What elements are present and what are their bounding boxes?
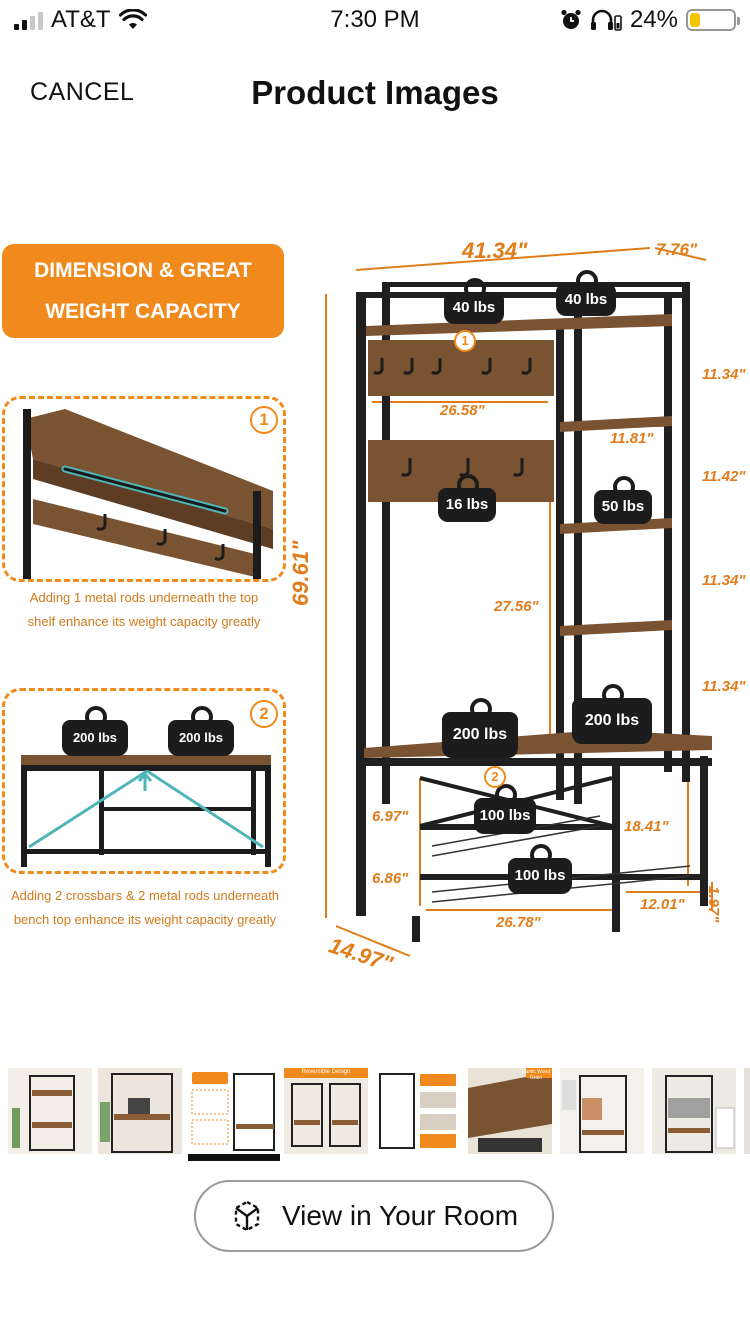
thumbnail-1[interactable] bbox=[8, 1068, 92, 1154]
status-right: 24% bbox=[560, 6, 740, 34]
detail-1-caption-line-1: Adding 1 metal rods underneath the top bbox=[29, 590, 259, 605]
dim-rack-gap-1: 6.97" bbox=[372, 808, 409, 825]
detail-2-caption-line-1: Adding 2 crossbars & 2 metal rods undern… bbox=[10, 888, 280, 903]
clock: 7:30 PM bbox=[330, 6, 420, 33]
view-in-room-button[interactable]: View in Your Room bbox=[194, 1180, 554, 1252]
detail-1-caption-line-2: shelf enhance its weight capacity greatl… bbox=[27, 614, 261, 629]
dim-width: 41.34" bbox=[462, 238, 528, 263]
dim-height: 69.61" bbox=[288, 540, 313, 606]
thumbnail-2[interactable] bbox=[98, 1068, 182, 1154]
weight-bench-right: 200 lbs bbox=[572, 684, 652, 744]
wifi-icon bbox=[118, 9, 147, 29]
detail-1-caption: Adding 1 metal rods underneath the top s… bbox=[2, 586, 286, 634]
product-image[interactable]: DIMENSION & GREAT WEIGHT CAPACITY 1 Addi… bbox=[0, 226, 750, 986]
dim-hook-panel: 26.58" bbox=[440, 402, 485, 419]
dim-side-shelf: 11.81" bbox=[610, 430, 654, 447]
dim-bench-height: 18.41" bbox=[624, 818, 669, 835]
cancel-button[interactable]: CANCEL bbox=[30, 78, 135, 106]
dimension-callout: DIMENSION & GREAT WEIGHT CAPACITY bbox=[2, 244, 284, 338]
thumbnail-9-partial[interactable] bbox=[744, 1068, 750, 1154]
dim-depth-top: 7.76" bbox=[656, 240, 698, 259]
thumbnail-4[interactable]: Reversible Design bbox=[284, 1068, 368, 1154]
weight-hooks: 16 lbs bbox=[438, 474, 496, 522]
dim-bottom-depth: 12.01" bbox=[640, 896, 685, 913]
thumbnail-6[interactable]: Rustic Wood Grain bbox=[468, 1068, 552, 1154]
weight-rack-upper: 100 lbs bbox=[474, 784, 536, 834]
dim-shelf-gap-3: 11.34" bbox=[702, 572, 746, 589]
thumbnail-4-banner: Reversible Design bbox=[301, 1069, 351, 1075]
marker-1: 1 bbox=[454, 330, 476, 352]
thumbnail-7[interactable] bbox=[560, 1068, 644, 1154]
headphones-icon bbox=[590, 9, 622, 31]
thumbnail-8[interactable] bbox=[652, 1068, 736, 1154]
detail-box-1 bbox=[2, 396, 286, 582]
thumbnail-6-banner: Rustic Wood Grain bbox=[521, 1069, 551, 1081]
weight-rack-lower: 100 lbs bbox=[508, 844, 572, 894]
weight-side-shelf: 50 lbs bbox=[594, 476, 652, 524]
dim-bottom-width: 26.78" bbox=[496, 914, 541, 931]
detail-1-number: 1 bbox=[250, 406, 278, 434]
detail-box-2 bbox=[2, 688, 286, 874]
signal-icon bbox=[14, 10, 43, 30]
callout-line-2: WEIGHT CAPACITY bbox=[45, 300, 241, 323]
marker-2: 2 bbox=[484, 766, 506, 788]
detail-1-illustration bbox=[23, 409, 273, 579]
weight-bench-left: 200 lbs bbox=[442, 698, 518, 758]
callout-line-1: DIMENSION & GREAT bbox=[34, 259, 252, 282]
thumbnail-3[interactable] bbox=[188, 1068, 280, 1161]
dim-shelf-gap-4: 11.34" bbox=[702, 678, 746, 695]
detail-2-caption: Adding 2 crossbars & 2 metal rods undern… bbox=[0, 884, 290, 932]
ar-cube-icon bbox=[234, 1200, 260, 1232]
weight-top-right: 40 lbs bbox=[556, 270, 616, 316]
detail-2-number: 2 bbox=[250, 700, 278, 728]
detail-2-illustration bbox=[21, 755, 271, 867]
view-in-room-label: View in Your Room bbox=[281, 1200, 519, 1231]
dim-shelf-gap-2: 11.42" bbox=[702, 468, 746, 485]
dim-shelf-gap-1: 11.34" bbox=[702, 366, 746, 383]
carrier-label: AT&T bbox=[51, 6, 111, 33]
alarm-icon bbox=[561, 9, 581, 29]
battery-percent: 24% bbox=[629, 6, 678, 33]
detail-2-weight-right: 200 lbs bbox=[168, 706, 234, 756]
detail-2-weight-left: 200 lbs bbox=[62, 706, 128, 756]
weight-top-left: 40 lbs bbox=[444, 278, 504, 324]
battery-icon bbox=[686, 9, 740, 31]
battery-level bbox=[690, 13, 700, 27]
thumbnail-5[interactable] bbox=[376, 1068, 460, 1154]
detail-2-caption-line-2: bench top enhance its weight capacity gr… bbox=[13, 912, 277, 927]
status-bar: AT&T 7:30 PM 24% bbox=[0, 0, 750, 40]
page-title: Product Images bbox=[251, 74, 499, 111]
thumbnail-strip[interactable]: Reversible Design Rustic Wood Grain bbox=[0, 1068, 750, 1163]
dim-foot: 1.97" bbox=[705, 886, 722, 923]
dim-rack-gap-2: 6.86" bbox=[372, 870, 409, 887]
dim-bench-clearance: 27.56" bbox=[494, 598, 539, 615]
status-left: AT&T bbox=[14, 6, 147, 34]
